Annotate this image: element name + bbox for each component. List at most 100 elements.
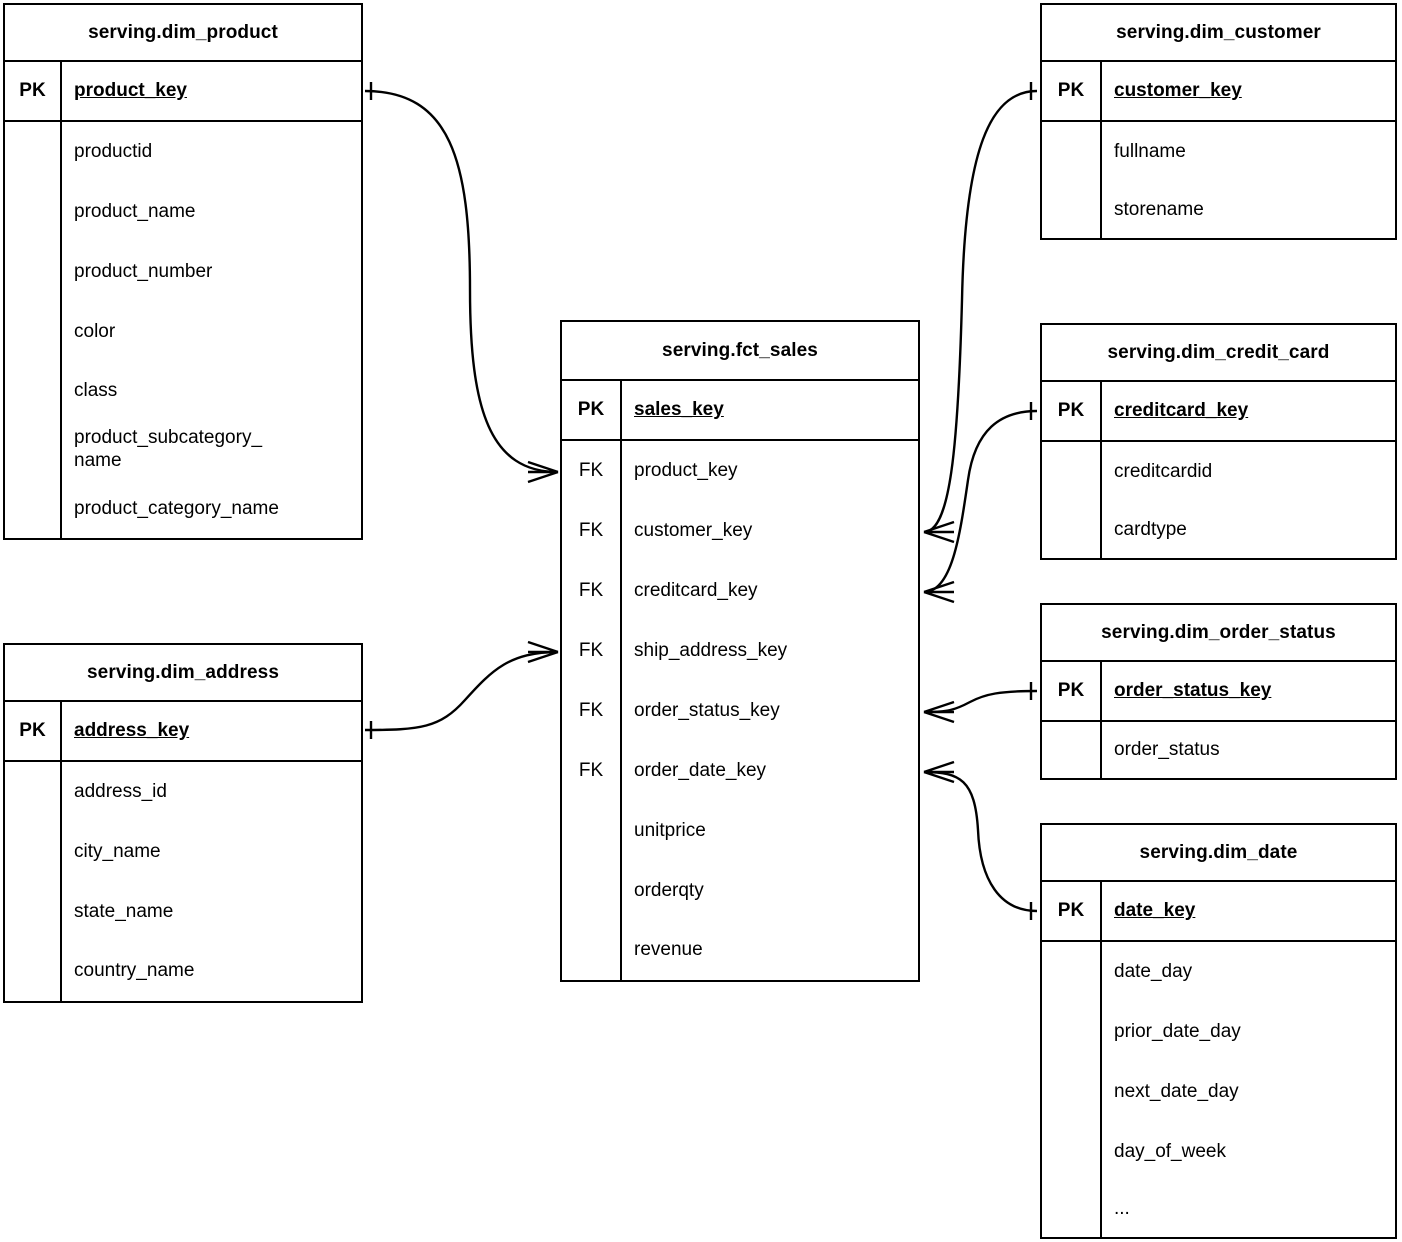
attributes-list: order_status xyxy=(1102,722,1395,778)
key-marker-fk: FK xyxy=(562,441,622,501)
key-name-order-date-key: order_date_key xyxy=(634,760,767,782)
attribute-ellipsis: ... xyxy=(1114,1198,1130,1220)
attribute-creditcardid: creditcardid xyxy=(1114,460,1213,482)
entity-dim-order-status[interactable]: serving.dim_order_status PK order_status… xyxy=(1040,603,1397,780)
key-name-customer-key: customer_key xyxy=(1114,80,1242,102)
entity-attributes-dim-date: date_day prior_date_day next_date_day da… xyxy=(1042,942,1395,1237)
entity-title-dim-date: serving.dim_date xyxy=(1042,825,1395,882)
attributes-list: productid product_name product_number co… xyxy=(62,122,361,538)
entity-attributes-dim-credit-card: creditcardid cardtype xyxy=(1042,442,1395,558)
attribute-class: class xyxy=(74,379,118,401)
entity-key-row-order-date-key[interactable]: FK order_date_key xyxy=(562,741,918,801)
attribute-address-id: address_id xyxy=(74,780,167,802)
attribute-prior-date-day: prior_date_day xyxy=(1114,1020,1241,1042)
key-marker-pk: PK xyxy=(5,702,62,760)
attribute-product-name: product_name xyxy=(74,200,196,222)
attribute-productid: productid xyxy=(74,140,153,162)
attribute-product-number: product_number xyxy=(74,260,213,282)
entity-dim-credit-card[interactable]: serving.dim_credit_card PK creditcard_ke… xyxy=(1040,323,1397,560)
attributes-list: unitprice orderqty revenue xyxy=(622,801,918,980)
key-name-address-key: address_key xyxy=(74,720,190,742)
attributes-list: date_day prior_date_day next_date_day da… xyxy=(1102,942,1395,1237)
entity-key-row-ship-address-key[interactable]: FK ship_address_key xyxy=(562,621,918,681)
relationship-customer-to-sales xyxy=(923,82,1038,544)
key-marker-fk: FK xyxy=(562,681,622,741)
key-marker-pk: PK xyxy=(562,381,622,439)
attribute-state-name: state_name xyxy=(74,900,174,922)
entity-attributes-dim-address: address_id city_name state_name country_… xyxy=(5,762,361,1001)
key-name-order-status-key: order_status_key xyxy=(634,700,780,722)
attributes-gutter xyxy=(5,122,62,538)
attribute-day-of-week: day_of_week xyxy=(1114,1140,1226,1162)
entity-key-row-customer-key[interactable]: FK customer_key xyxy=(562,501,918,561)
entity-title-dim-order-status: serving.dim_order_status xyxy=(1042,605,1395,662)
key-marker-pk: PK xyxy=(1042,62,1102,120)
attribute-city-name: city_name xyxy=(74,840,161,862)
key-name-product-key: product_key xyxy=(634,460,738,482)
key-name-creditcard-key: creditcard_key xyxy=(1114,400,1249,422)
entity-key-row-creditcard-key[interactable]: FK creditcard_key xyxy=(562,561,918,621)
entity-attributes-dim-customer: fullname storename xyxy=(1042,122,1395,238)
entity-dim-customer[interactable]: serving.dim_customer PK customer_key ful… xyxy=(1040,3,1397,240)
attribute-country-name: country_name xyxy=(74,960,195,982)
attributes-gutter xyxy=(1042,722,1102,778)
entity-key-row-dim-credit-card-pk[interactable]: PK creditcard_key xyxy=(1042,382,1395,442)
entity-attributes-dim-product: productid product_name product_number co… xyxy=(5,122,361,538)
key-marker-pk: PK xyxy=(1042,382,1102,440)
attribute-orderqty: orderqty xyxy=(634,879,704,901)
attribute-product-category-name: product_category_name xyxy=(74,497,279,519)
entity-key-row-dim-product-pk[interactable]: PK product_key xyxy=(5,62,361,122)
attribute-fullname: fullname xyxy=(1114,140,1186,162)
entity-key-row-dim-customer-pk[interactable]: PK customer_key xyxy=(1042,62,1395,122)
key-name-ship-address-key: ship_address_key xyxy=(634,640,788,662)
crowfoot-sales-date xyxy=(923,760,955,784)
entity-title-dim-customer: serving.dim_customer xyxy=(1042,5,1395,62)
attributes-gutter xyxy=(1042,442,1102,558)
crowfoot-sales-product xyxy=(527,460,559,484)
entity-key-row-dim-order-status-pk[interactable]: PK order_status_key xyxy=(1042,662,1395,722)
key-name-sales-key: sales_key xyxy=(634,399,724,421)
entity-dim-address[interactable]: serving.dim_address PK address_key addre… xyxy=(3,643,363,1003)
attributes-list: address_id city_name state_name country_… xyxy=(62,762,361,1001)
attributes-gutter xyxy=(1042,122,1102,238)
entity-attributes-fct-sales: unitprice orderqty revenue xyxy=(562,801,918,980)
key-name-order-status-key: order_status_key xyxy=(1114,680,1272,702)
entity-key-row-product-key[interactable]: FK product_key xyxy=(562,441,918,501)
crowfoot-sales-orderstatus xyxy=(923,700,955,724)
attribute-storename: storename xyxy=(1114,198,1204,220)
entity-key-row-dim-address-pk[interactable]: PK address_key xyxy=(5,702,361,762)
key-name-customer-key: customer_key xyxy=(634,520,753,542)
key-name-product-key: product_key xyxy=(74,80,187,102)
attribute-cardtype: cardtype xyxy=(1114,518,1187,540)
attribute-color: color xyxy=(74,320,116,342)
attribute-product-subcategory-name: product_subcategory_ name xyxy=(74,427,263,471)
entity-dim-date[interactable]: serving.dim_date PK date_key date_day pr… xyxy=(1040,823,1397,1239)
entity-key-row-sales-key[interactable]: PK sales_key xyxy=(562,381,918,441)
key-marker-fk: FK xyxy=(562,741,622,801)
relationship-creditcard-to-sales xyxy=(923,402,1038,604)
entity-key-row-dim-date-pk[interactable]: PK date_key xyxy=(1042,882,1395,942)
attribute-unitprice: unitprice xyxy=(634,819,706,841)
key-marker-pk: PK xyxy=(1042,882,1102,940)
relationship-date-to-sales xyxy=(923,760,1038,920)
entity-dim-product[interactable]: serving.dim_product PK product_key produ… xyxy=(3,3,363,540)
attributes-list: fullname storename xyxy=(1102,122,1395,238)
attribute-order-status: order_status xyxy=(1114,738,1220,760)
relationship-orderstatus-to-sales xyxy=(923,682,1038,724)
key-marker-fk: FK xyxy=(562,501,622,561)
key-marker-pk: PK xyxy=(5,62,62,120)
entity-title-dim-product: serving.dim_product xyxy=(5,5,361,62)
crowfoot-sales-address xyxy=(527,640,559,664)
entity-title-dim-credit-card: serving.dim_credit_card xyxy=(1042,325,1395,382)
key-name-date-key: date_key xyxy=(1114,900,1196,922)
key-marker-fk: FK xyxy=(562,561,622,621)
entity-attributes-dim-order-status: order_status xyxy=(1042,722,1395,778)
key-marker-pk: PK xyxy=(1042,662,1102,720)
key-marker-fk: FK xyxy=(562,621,622,681)
entity-key-row-order-status-key[interactable]: FK order_status_key xyxy=(562,681,918,741)
entity-fct-sales[interactable]: serving.fct_sales PK sales_key FK produc… xyxy=(560,320,920,982)
attribute-revenue: revenue xyxy=(634,939,703,961)
attribute-date-day: date_day xyxy=(1114,960,1193,982)
entity-title-dim-address: serving.dim_address xyxy=(5,645,361,702)
